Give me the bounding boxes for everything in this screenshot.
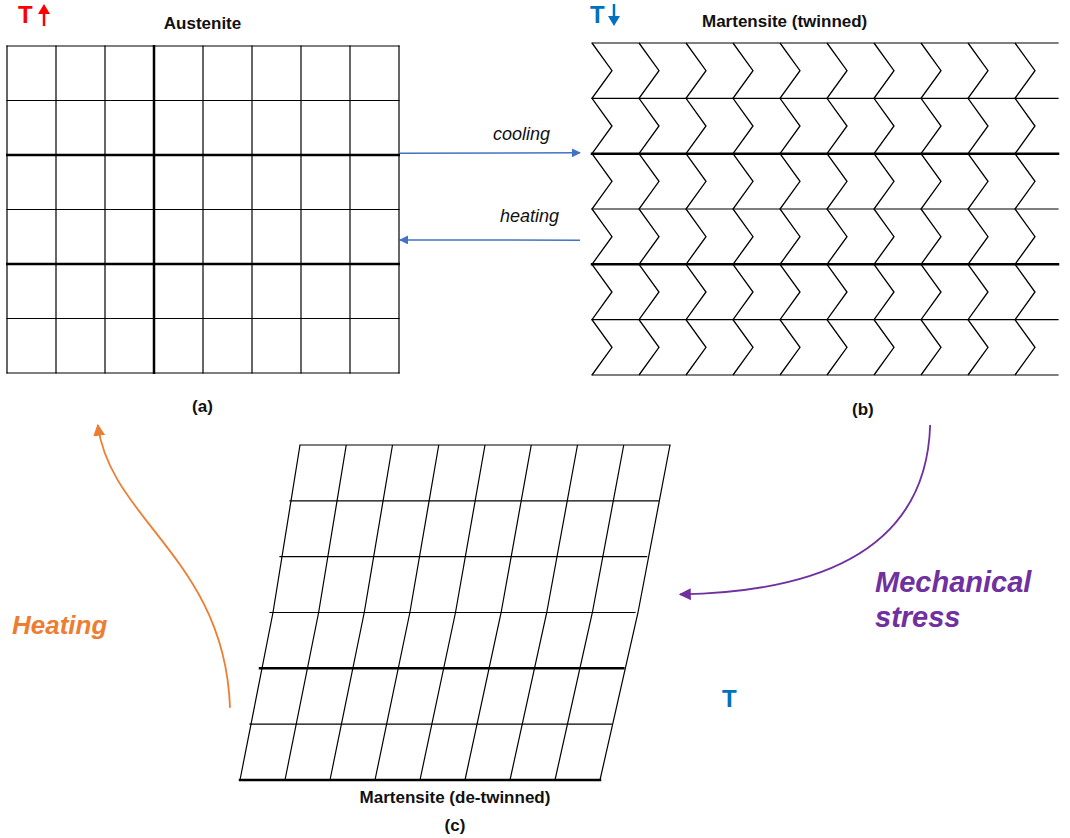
figure-letter: (a) xyxy=(192,396,213,418)
phase-title: Martensite (twinned) xyxy=(702,11,867,33)
phase-figure: Martensite (twinned) (b) xyxy=(580,5,1065,425)
grid-line xyxy=(300,444,670,445)
temperature-label: T xyxy=(590,2,605,28)
edge-label-box: cooling xyxy=(493,124,583,146)
grid-line xyxy=(260,667,623,670)
grid-line xyxy=(592,263,1058,266)
grid-line xyxy=(592,98,1058,99)
grid-line xyxy=(7,154,399,157)
transition-label: Heating xyxy=(12,610,152,641)
grid-line xyxy=(592,152,1058,155)
temperature-down-arrowhead xyxy=(608,16,620,26)
grid-line xyxy=(592,374,1058,375)
transition-label: Mechanical stress xyxy=(875,565,1065,635)
phase-figure: Austenite (a) xyxy=(5,10,400,425)
temperature-label-box: T xyxy=(590,2,605,28)
grid-line xyxy=(240,779,600,782)
twinned-grid xyxy=(586,41,1062,377)
transition-arrow xyxy=(98,425,230,708)
grid-line xyxy=(7,318,399,319)
temperature-down-arrow xyxy=(613,4,616,18)
temperature-label: T xyxy=(722,686,737,712)
grid-line xyxy=(7,263,399,266)
grid-line xyxy=(7,100,399,101)
grid-line xyxy=(592,42,1058,43)
phase-figure: Martensite (de-twinned) (c) xyxy=(230,438,680,837)
grid-line xyxy=(280,556,647,557)
phase-title: Austenite xyxy=(164,13,241,35)
edge-label-box: Heating xyxy=(12,610,152,641)
austenite-grid xyxy=(6,45,400,374)
grid-line xyxy=(7,372,399,373)
grid-line xyxy=(250,724,612,725)
temperature-up-arrowhead xyxy=(38,4,50,14)
grid-line xyxy=(7,209,399,210)
transition-arrow xyxy=(400,152,580,154)
temperature-label-box: T xyxy=(18,2,33,28)
grid-line xyxy=(592,319,1058,320)
figure-letter: (b) xyxy=(852,399,874,421)
figure-letter: (c) xyxy=(445,815,466,837)
detwinned-grid xyxy=(230,438,680,783)
edge-label-box: heating xyxy=(500,206,590,228)
grid-line xyxy=(270,612,635,613)
grid-line xyxy=(290,500,658,501)
grid-line xyxy=(7,45,399,46)
edge-label-box: Mechanical stress xyxy=(875,565,1065,635)
transition-arrow xyxy=(400,239,580,241)
phase-title: Martensite (de-twinned) xyxy=(360,787,551,809)
transition-label: cooling xyxy=(493,124,583,146)
grid-line xyxy=(592,208,1058,209)
transition-label: heating xyxy=(500,206,590,228)
temperature-label-box: T xyxy=(722,686,737,712)
temperature-up-arrow xyxy=(43,12,46,26)
temperature-label: T xyxy=(18,2,33,28)
